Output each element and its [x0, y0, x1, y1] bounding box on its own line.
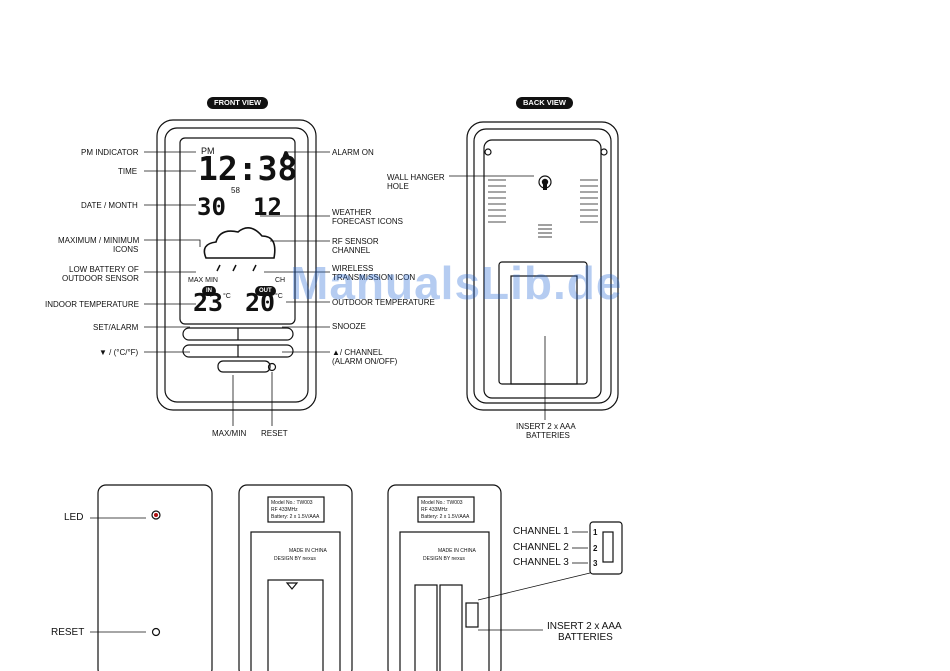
label-weather: WEATHER	[332, 208, 372, 217]
tag-model-2: Model No.: TW003	[421, 500, 463, 506]
label-batteries: BATTERIES	[526, 431, 570, 440]
watermark: ManualsLib.de	[290, 257, 623, 309]
sensor-front-drawing	[97, 484, 213, 671]
alarm-bell-icon	[282, 151, 290, 159]
label-wall-hanger: WALL HANGER	[387, 173, 445, 182]
label-icons: ICONS	[113, 245, 139, 254]
label-channel: CHANNEL	[332, 246, 371, 255]
label-low-battery: LOW BATTERY OF	[69, 265, 139, 274]
label-indoor-temperature: INDOOR TEMPERATURE	[45, 300, 139, 309]
label-pm-indicator: PM INDICATOR	[81, 148, 139, 157]
label-led: LED	[64, 512, 84, 523]
label-channel-2: CHANNEL 2	[513, 542, 569, 553]
label-hole: HOLE	[387, 182, 409, 191]
label-channel-1: CHANNEL 1	[513, 526, 569, 537]
label-transmission-icon: TRANSMISSION ICON	[332, 273, 416, 282]
indoor-unit: °C	[223, 293, 231, 300]
pm-indicator: PM	[201, 146, 215, 156]
label-reset-button: RESET	[261, 429, 288, 438]
label-insert-batteries: INSERT 2 x AAA	[516, 422, 576, 431]
channel-indicator: CH	[275, 277, 286, 284]
label-wireless: WIRELESS	[332, 264, 374, 273]
label-sensor-insert: INSERT 2 x AAA	[547, 621, 622, 632]
tag-made: MADE IN CHINA	[289, 548, 327, 554]
cloud-icon	[203, 227, 276, 259]
label-max-min-button: MAX/MIN	[212, 429, 247, 438]
tag-design: DESIGN BY nexus	[274, 556, 316, 562]
label-down-unit: ▼ / (°C/°F)	[99, 348, 139, 357]
label-channel-3: CHANNEL 3	[513, 557, 569, 568]
max-min-indicator: MAX MIN	[188, 277, 218, 284]
label-alarm-on: ALARM ON	[332, 148, 374, 157]
back-device-drawing	[466, 121, 619, 411]
label-up-channel: ▲/ CHANNEL	[332, 348, 383, 357]
label-max-min: MAXIMUM / MINIMUM	[58, 236, 140, 245]
seconds-display: 58	[231, 186, 240, 195]
label-set-alarm: SET/ALARM	[93, 323, 139, 332]
month-display: 12	[253, 193, 282, 221]
switch-number-3: 3	[593, 559, 598, 568]
outdoor-temperature-display: 20	[245, 288, 276, 317]
back-view-title: BACK VIEW	[516, 97, 573, 109]
label-date-month: DATE / MONTH	[81, 201, 138, 210]
label-sensor-reset: RESET	[51, 627, 85, 638]
label-outdoor-sensor: OUTDOOR SENSOR	[62, 274, 139, 283]
out-indicator: OUT	[255, 286, 276, 296]
switch-number-2: 2	[593, 544, 598, 553]
tag-rf-2: RF 433MHz	[421, 507, 448, 513]
sensor-open-drawing	[387, 484, 502, 671]
tag-model: Model No.: TW003	[271, 500, 313, 506]
label-rf-sensor: RF SENSOR	[332, 237, 379, 246]
in-indicator: IN	[202, 286, 216, 296]
tag-battery-2: Battery: 2 x 1.5V/AAA	[421, 514, 470, 520]
label-snooze: SNOOZE	[332, 322, 366, 331]
switch-number-1: 1	[593, 528, 598, 537]
label-forecast-icons: FORECAST ICONS	[332, 217, 403, 226]
label-sensor-batteries: BATTERIES	[558, 632, 613, 643]
outdoor-unit: °C	[275, 293, 283, 300]
tag-battery: Battery: 2 x 1.5V/AAA	[271, 514, 320, 520]
front-view-title: FRONT VIEW	[207, 97, 269, 109]
time-display: 12:38	[198, 149, 298, 188]
tag-design-2: DESIGN BY nexus	[423, 556, 465, 562]
tag-rf: RF 433MHz	[271, 507, 298, 513]
label-alarm-on-off: (ALARM ON/OFF)	[332, 357, 398, 366]
label-time: TIME	[118, 167, 138, 176]
tag-made-2: MADE IN CHINA	[438, 548, 476, 554]
date-display: 30	[197, 193, 226, 221]
sensor-back-drawing	[238, 484, 353, 671]
indoor-temperature-display: 23	[193, 288, 224, 317]
label-outdoor-temperature: OUTDOOR TEMPERATURE	[332, 298, 435, 307]
front-device-drawing	[156, 119, 317, 411]
channel-switch-drawing	[589, 521, 623, 575]
